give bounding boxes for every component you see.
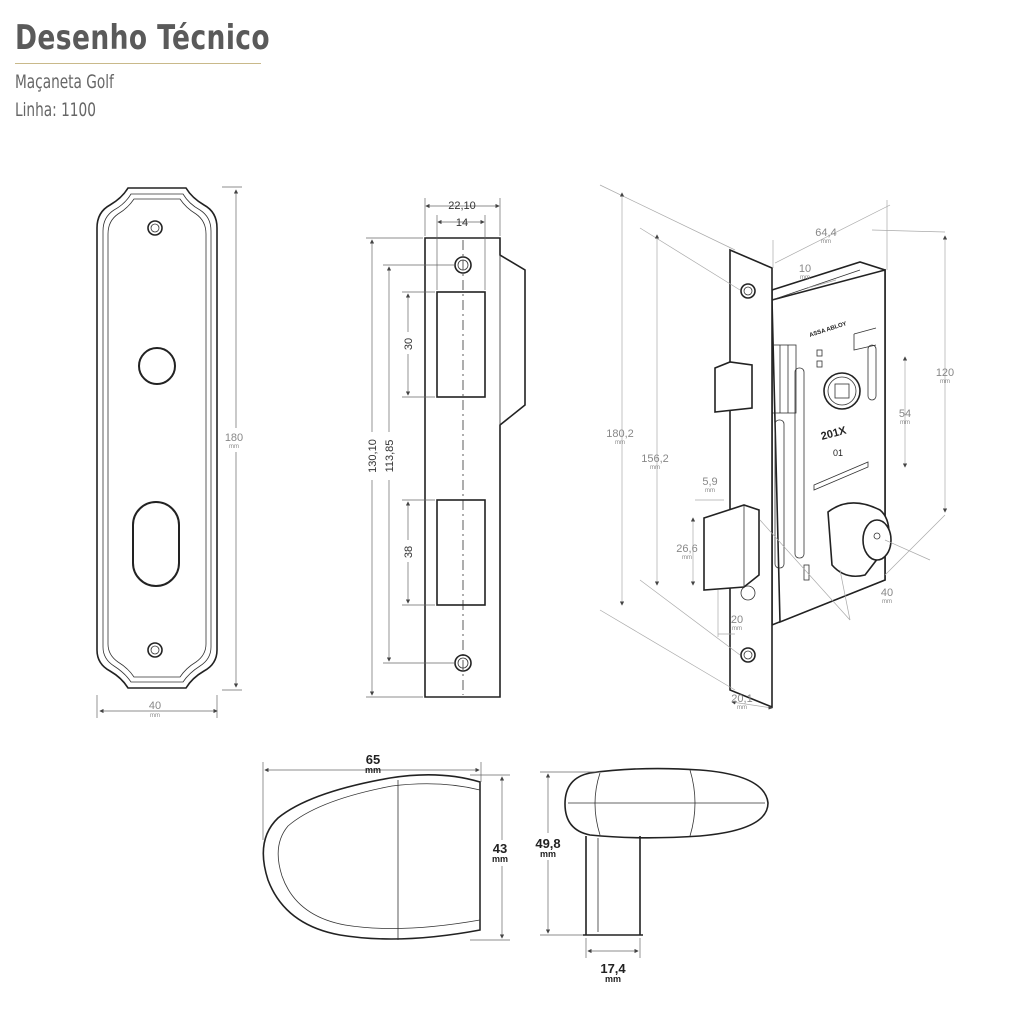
unit-label: mm: [940, 379, 950, 385]
knob-top-view: 65 mm 43 mm: [262, 752, 510, 941]
page-title: Desenho Técnico: [15, 18, 271, 58]
title-underline: [15, 63, 261, 64]
escutcheon-plate: 180 mm 40 mm: [96, 186, 243, 719]
strike-hole-spacing-label: 113,85: [384, 440, 396, 473]
unit-label: mm: [705, 488, 715, 494]
bolt-height-label: 26,6: [676, 543, 697, 555]
escutcheon-width-label: 40: [149, 700, 161, 712]
header: Desenho Técnico: [15, 18, 342, 58]
unit-label: mm: [650, 465, 660, 471]
knob-height-label: 49,8: [535, 836, 560, 851]
knob-length-label: 65: [366, 752, 380, 767]
backset-label: 40: [881, 587, 893, 599]
unit-label: mm: [540, 849, 556, 859]
knob-width-label: 43: [493, 841, 507, 856]
mortise-lock: ASSA ABLOY 201X 01: [599, 184, 954, 711]
strike-plate: 22,10 14 130,10 113,85 30 38: [364, 198, 526, 698]
unit-label: mm: [882, 599, 892, 605]
unit-label: mm: [492, 854, 508, 864]
lock-body-height-label: 120: [936, 367, 954, 379]
faceplate-width-label: 20,1: [731, 693, 752, 705]
unit-label: mm: [605, 974, 621, 984]
bolt-projection-label: 5,9: [702, 476, 717, 488]
lock-depth-label: 64,4: [815, 227, 836, 239]
unit-label: mm: [737, 705, 747, 711]
screw-spacing-label: 156,2: [641, 453, 669, 465]
unit-label: mm: [800, 275, 810, 281]
lock-offset-label: 10: [799, 263, 811, 275]
strike-width-label: 22,10: [448, 200, 476, 212]
unit-label: mm: [821, 239, 831, 245]
escutcheon-height-label: 180: [225, 432, 243, 444]
strike-slot-width-label: 14: [456, 217, 468, 229]
unit-label: mm: [365, 765, 381, 775]
unit-label: mm: [900, 420, 910, 426]
stem-diameter-label: 17,4: [600, 961, 626, 976]
model-sub-text: 01: [833, 448, 843, 458]
unit-label: mm: [732, 626, 742, 632]
unit-label: mm: [615, 440, 625, 446]
product-line: Linha: 1100: [15, 99, 96, 121]
lower-slot-label: 38: [403, 546, 415, 558]
unit-label: mm: [682, 555, 692, 561]
unit-label: mm: [150, 713, 160, 719]
faceplate-height-label: 180,2: [606, 428, 634, 440]
knob-side-view: 49,8 mm 17,4 mm: [535, 767, 769, 984]
product-name: Maçaneta Golf: [15, 71, 114, 93]
upper-slot-label: 30: [403, 338, 415, 350]
center-distance-label: 54: [899, 408, 911, 420]
unit-label: mm: [229, 444, 239, 450]
strike-height-label: 130,10: [367, 439, 379, 473]
bolt-offset-label: 20: [731, 614, 743, 626]
